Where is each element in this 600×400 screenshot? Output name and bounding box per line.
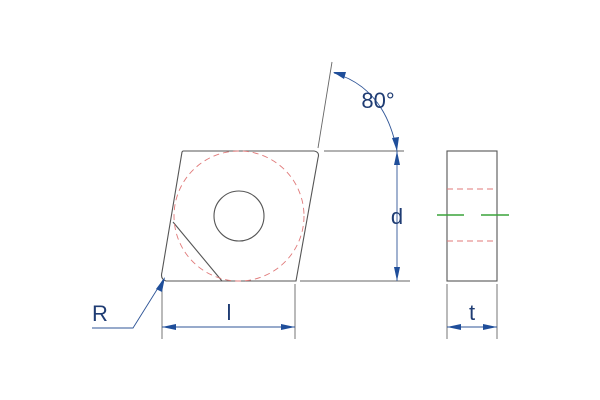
insert-outline — [160, 150, 320, 282]
center-hole — [213, 190, 265, 242]
angle-label: 80° — [361, 88, 394, 113]
l-arrow-right — [281, 324, 295, 330]
dimension-angle: 80° — [333, 72, 399, 152]
r-label: R — [92, 301, 108, 326]
insert-side-view: t — [437, 150, 509, 339]
insert-front-view — [160, 150, 320, 282]
l-label: l — [227, 300, 232, 325]
t-arrow-right — [483, 324, 497, 330]
t-label: t — [469, 300, 475, 325]
dimension-radius: R — [92, 277, 165, 329]
l-arrow-left — [162, 324, 176, 330]
extension-lines — [161, 61, 410, 339]
r-arrow — [156, 277, 165, 292]
dimension-d: d — [391, 151, 403, 281]
inscribed-circle — [173, 150, 305, 282]
d-arrow-top — [394, 151, 400, 165]
angle-arrow-end — [392, 137, 399, 151]
d-arrow-bottom — [394, 267, 400, 281]
d-label: d — [391, 204, 403, 229]
dimension-l: l — [162, 300, 295, 330]
t-arrow-left — [447, 324, 461, 330]
angle-extension-line — [317, 61, 333, 149]
side-view-outline — [446, 150, 498, 282]
corner-chamfer-line — [172, 221, 223, 282]
angle-arrow-start — [333, 72, 346, 79]
r-leader-line — [92, 279, 164, 329]
